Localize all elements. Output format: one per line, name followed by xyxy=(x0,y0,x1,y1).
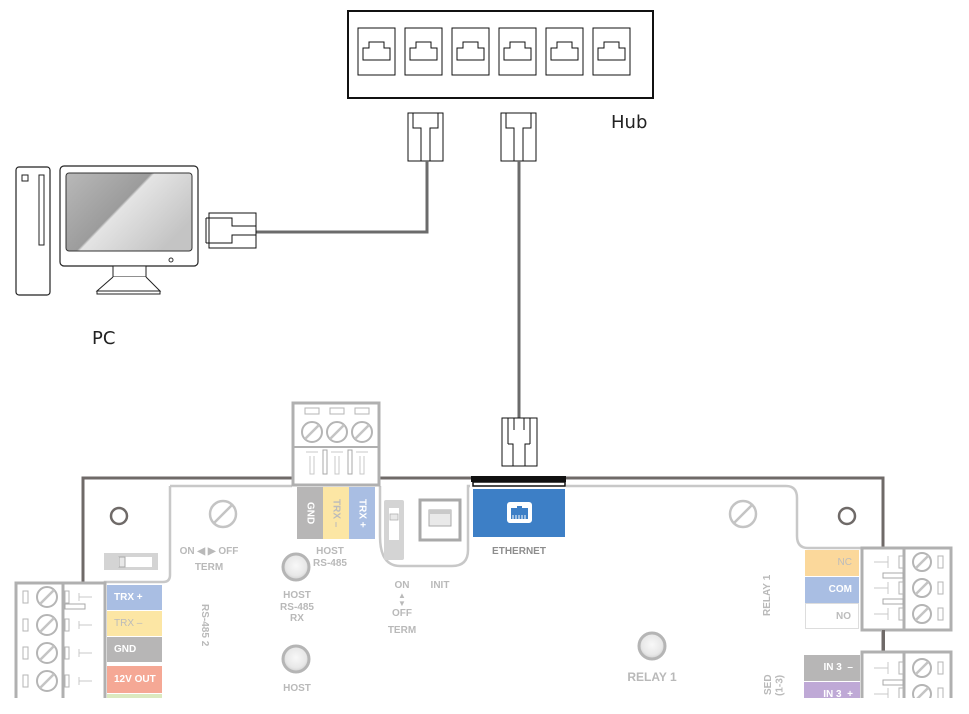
init-label: INIT xyxy=(430,580,450,591)
hub-port xyxy=(451,27,490,76)
terminal-screw xyxy=(36,614,58,636)
terminal-screw xyxy=(36,586,58,608)
crop-mask xyxy=(0,698,969,714)
terminal-screw xyxy=(36,642,58,664)
terminal-screw xyxy=(912,552,932,572)
mounting-hole-left xyxy=(109,506,129,526)
terminal-screw xyxy=(326,421,348,443)
terminal-screw xyxy=(351,421,373,443)
hub-port xyxy=(592,27,631,76)
ethernet-port-jack xyxy=(471,476,566,537)
rs485-2-terminal-trx-minus: TRX – xyxy=(107,611,162,636)
led-relay1-label: RELAY 1 xyxy=(627,670,677,684)
host-rs485-terminal-block xyxy=(291,401,381,487)
hub-plug-pc xyxy=(407,112,444,162)
term-dip-label: ON ▲▼ OFF TERM xyxy=(387,580,417,636)
ethernet-label: ETHERNET xyxy=(492,546,546,557)
screw-left xyxy=(208,499,238,529)
relay1-terminal-no: NO xyxy=(805,603,859,629)
input-terminal-in3-minus: IN 3 – xyxy=(804,655,860,681)
terminal-screw xyxy=(36,670,58,692)
term-h-switch-label: ON ◀ ▶ OFF xyxy=(179,546,239,557)
host-rs485-title: HOST RS-485 xyxy=(313,546,347,569)
led-host-rs485-rx xyxy=(281,552,311,582)
host-terminal-trx-plus: TRX + xyxy=(349,487,375,539)
terminal-screw xyxy=(301,421,323,443)
hub-port xyxy=(498,27,537,76)
led-host-rx-label: HOST RS-485 RX xyxy=(280,590,314,624)
relay1-terminal-nc: NC xyxy=(805,550,859,576)
rs485-2-label: RS-485 2 xyxy=(199,603,210,647)
input-terminal-in3-plus: IN 3 + xyxy=(804,682,860,698)
hub-label: Hub xyxy=(611,112,648,133)
host-terminal-trx-minus: TRX – xyxy=(323,487,349,539)
rs485-2-terminal-next xyxy=(107,694,162,698)
host-terminal-gnd: GND xyxy=(297,487,323,539)
rs485-2-terminal-block xyxy=(14,581,107,714)
pc-label: PC xyxy=(92,328,116,349)
led-host-rs485-tx xyxy=(281,644,311,674)
hub-plug-controller xyxy=(500,112,537,162)
hub-port xyxy=(357,27,396,76)
controller-plug xyxy=(501,417,538,467)
pc-monitor xyxy=(59,165,199,295)
term-slide-switch[interactable] xyxy=(104,553,158,570)
screw-right xyxy=(728,499,758,529)
pc-tower xyxy=(15,166,51,296)
terminal-screw xyxy=(912,658,932,678)
rs485-2-terminal-12v-out: 12V OUT xyxy=(107,666,162,693)
term-h-caption: TERM xyxy=(194,562,224,573)
hub-port xyxy=(404,27,443,76)
rs485-2-terminal-trx-plus: TRX + xyxy=(107,585,162,610)
led-relay-1 xyxy=(637,631,667,661)
hub xyxy=(347,10,654,99)
term-dip-switch[interactable] xyxy=(384,500,404,560)
relay1-terminal-block xyxy=(860,546,953,714)
ethernet-port-icon xyxy=(507,502,532,523)
relay1-terminal-com: COM xyxy=(805,577,859,603)
inputs-side-label: SED (1-3) xyxy=(763,674,786,696)
terminal-screw xyxy=(912,604,932,624)
terminal-screw xyxy=(912,578,932,598)
hub-port xyxy=(545,27,584,76)
mounting-hole-right xyxy=(837,506,857,526)
led-host-tx-label: HOST xyxy=(283,683,311,694)
cable-pc-to-hub xyxy=(256,161,429,234)
pc-plug xyxy=(205,212,257,249)
init-button[interactable] xyxy=(418,498,462,542)
rs485-2-terminal-gnd: GND xyxy=(107,637,162,662)
relay1-side-label: RELAY 1 xyxy=(762,574,773,616)
